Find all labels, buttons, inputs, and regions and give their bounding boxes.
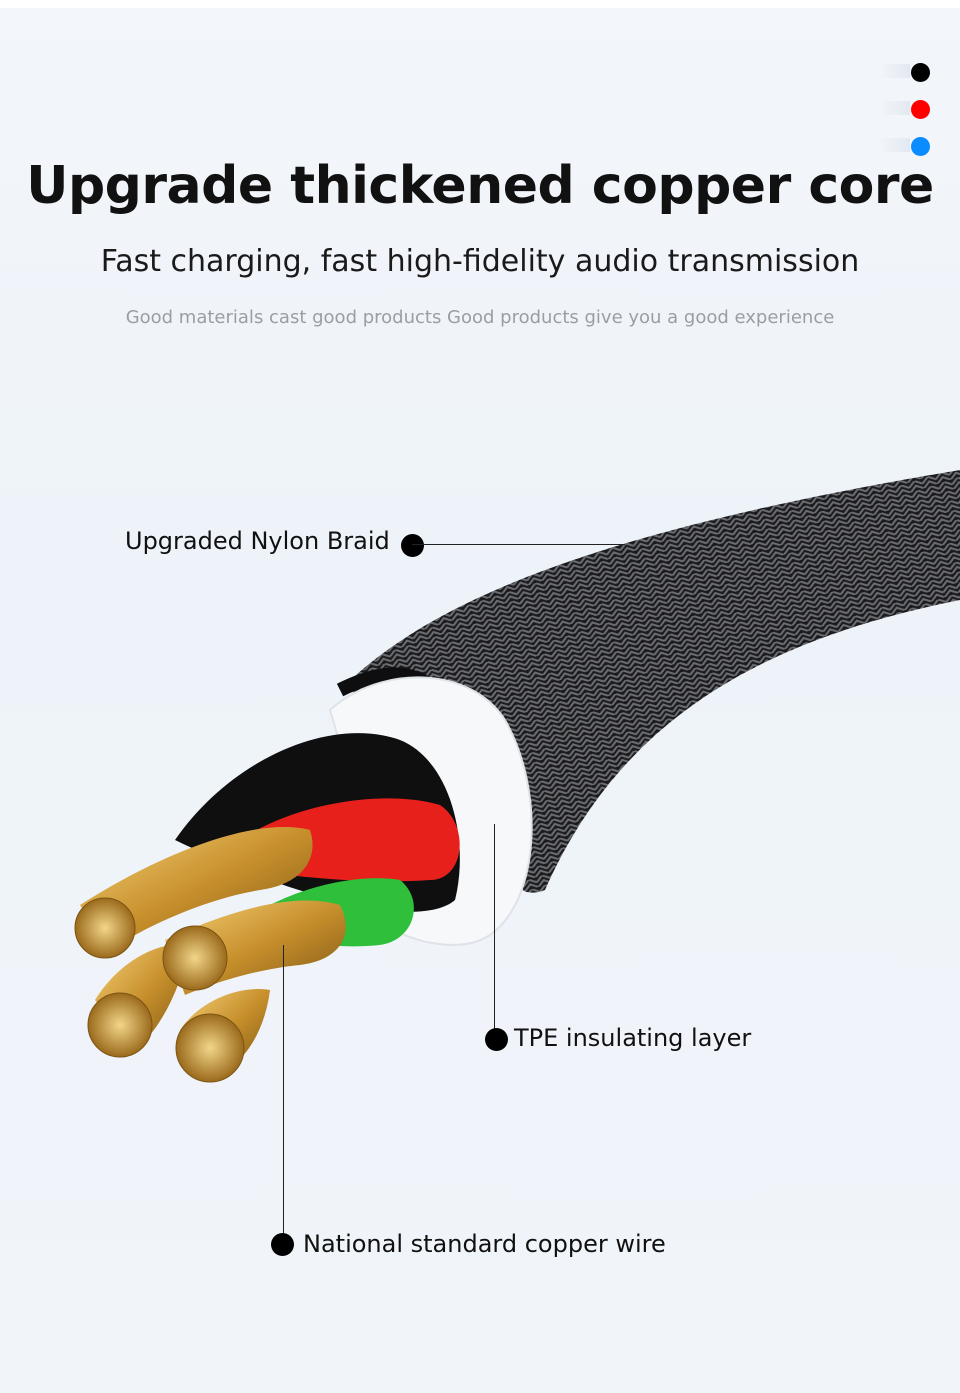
swatch-shadow [880, 64, 910, 78]
callout-copper-label: National standard copper wire [303, 1230, 666, 1258]
tagline: Good materials cast good products Good p… [125, 307, 835, 328]
callout-tpe-line [494, 824, 495, 1039]
color-option-blue[interactable] [911, 137, 930, 156]
callout-copper-line [283, 945, 284, 1245]
subtitle: Fast charging, fast high-fidelity audio … [100, 244, 860, 279]
page-title: Upgrade thickened copper core [26, 156, 934, 216]
color-option-red[interactable] [911, 100, 930, 119]
swatch-shadow [880, 101, 910, 115]
callout-tpe-label: TPE insulating layer [514, 1024, 752, 1052]
color-option-black[interactable] [911, 63, 930, 82]
callout-braid-line [412, 544, 625, 545]
callout-tpe-marker [485, 1028, 508, 1051]
top-border [0, 0, 960, 8]
callout-copper-marker [271, 1233, 294, 1256]
swatch-shadow [880, 138, 910, 152]
callout-braid-marker [401, 534, 424, 557]
callout-braid-label: Upgraded Nylon Braid [125, 527, 390, 555]
